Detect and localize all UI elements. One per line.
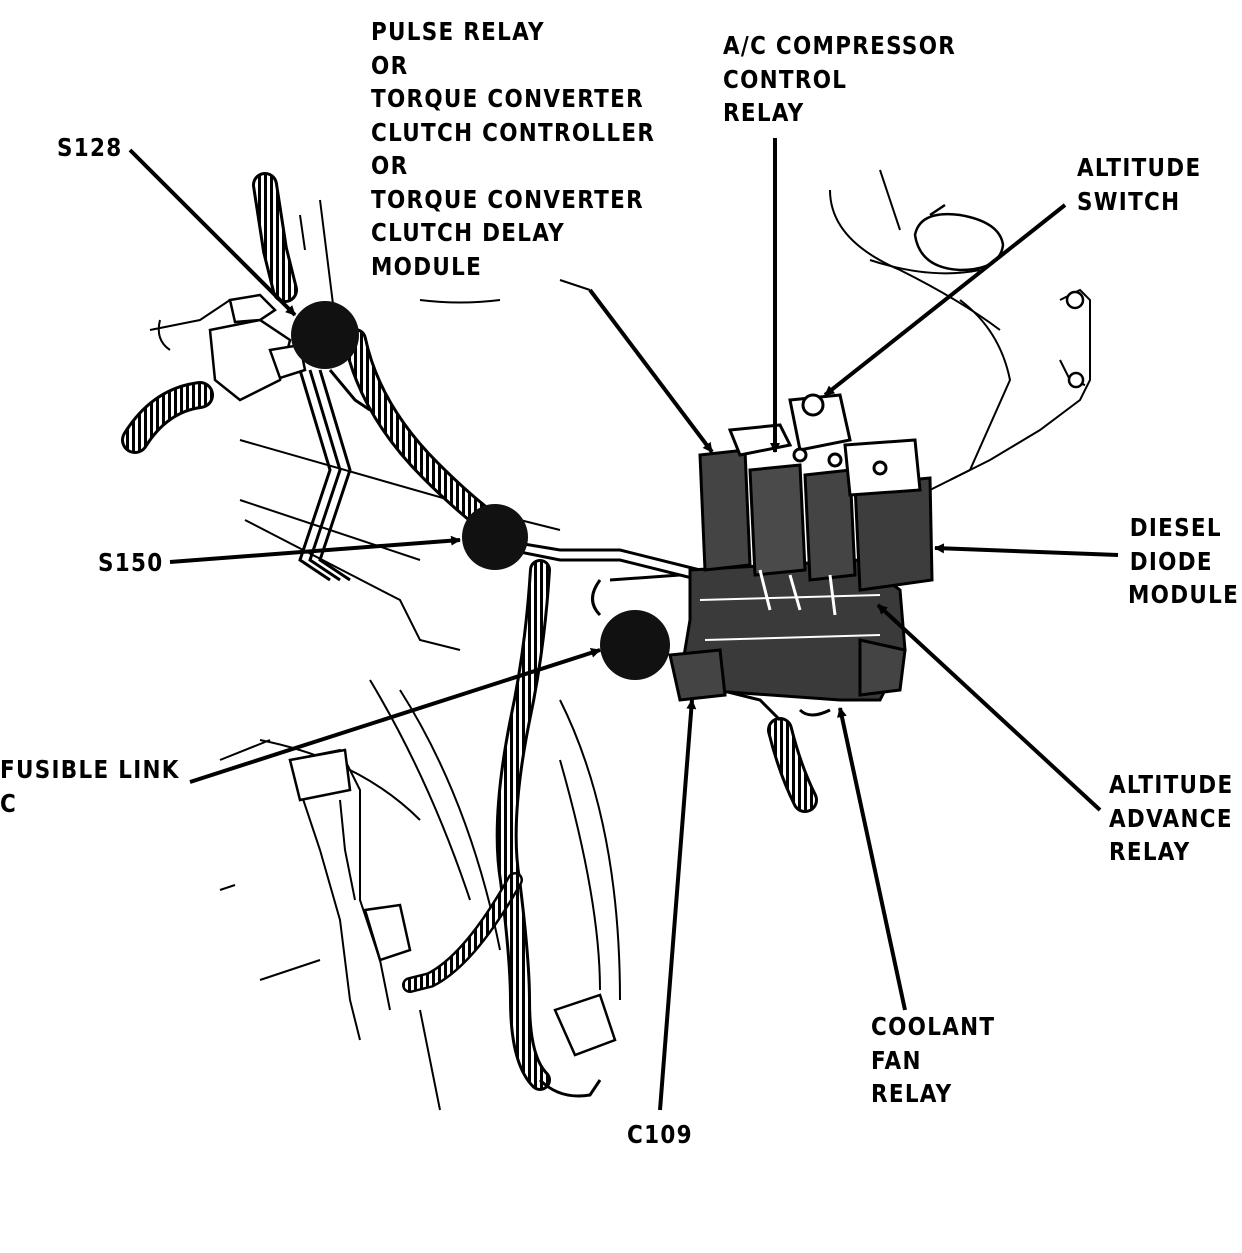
coolant-fan-arrow xyxy=(837,707,907,1011)
fusible-link-arrow xyxy=(189,647,601,784)
wire-bundles xyxy=(298,369,831,1098)
label-line: OR xyxy=(371,151,409,180)
label-line: FAN xyxy=(871,1045,922,1075)
label-line: CLUTCH DELAY xyxy=(371,218,565,247)
label-line: RELAY xyxy=(723,98,805,127)
s150-arrow xyxy=(169,535,461,564)
label-line: FUSIBLE LINK xyxy=(0,755,180,784)
s128-splice-dot xyxy=(291,301,359,369)
diesel-diode-arrow xyxy=(934,543,1119,557)
s150-splice-dot xyxy=(462,504,528,570)
label-line: S128 xyxy=(57,133,123,162)
label-line: COOLANT xyxy=(871,1012,996,1041)
label-coolant-fan-relay: COOLANT FAN RELAY xyxy=(871,1010,995,1111)
label-line: MODULE xyxy=(1128,580,1240,609)
label-line: DIODE xyxy=(1129,546,1213,576)
splice-dots xyxy=(291,301,670,680)
pulse-relay-arrow xyxy=(588,288,714,454)
label-line: RELAY xyxy=(871,1079,953,1108)
label-line: TORQUE CONVERTER xyxy=(371,184,644,214)
s128-arrow xyxy=(128,148,297,317)
label-pulse-relay: PULSE RELAY OR TORQUE CONVERTER CLUTCH C… xyxy=(371,15,655,283)
label-diesel-diode-module: DIESEL DIODE MODULE xyxy=(1128,511,1239,612)
label-altitude-advance-relay: ALTITUDE ADVANCE RELAY xyxy=(1109,768,1233,869)
label-line: MODULE xyxy=(371,251,483,281)
label-line: PULSE RELAY xyxy=(371,17,545,46)
label-s128: S128 xyxy=(57,131,123,165)
altitude-switch-arrow xyxy=(823,203,1067,397)
label-line: OR xyxy=(371,50,409,80)
label-altitude-switch: ALTITUDE SWITCH xyxy=(1077,151,1201,218)
altitude-switch-bracket xyxy=(1065,290,1085,389)
label-line: C109 xyxy=(627,1120,693,1149)
fusible-link-dot xyxy=(600,610,670,680)
connectors xyxy=(208,293,617,1057)
label-line: ADVANCE xyxy=(1109,803,1233,833)
label-line: C xyxy=(0,788,18,818)
label-line: ALTITUDE xyxy=(1109,770,1234,799)
label-line: ALTITUDE xyxy=(1077,153,1202,182)
label-s150: S150 xyxy=(98,546,164,580)
label-line: S150 xyxy=(98,548,164,577)
label-ac-compressor-relay: A/C COMPRESSOR CONTROL RELAY xyxy=(723,29,956,130)
label-fusible-link: FUSIBLE LINK C xyxy=(0,753,180,820)
label-line: TORQUE CONVERTER xyxy=(371,84,644,113)
label-line: CLUTCH CONTROLLER xyxy=(371,117,656,147)
label-line: CONTROL xyxy=(723,64,848,94)
leader-arrows xyxy=(128,138,1119,1111)
label-line: A/C COMPRESSOR xyxy=(723,31,957,60)
label-line: DIESEL xyxy=(1129,513,1222,542)
relay-block xyxy=(668,393,934,702)
label-c109: C109 xyxy=(627,1118,693,1152)
label-line: RELAY xyxy=(1109,837,1191,866)
label-line: SWITCH xyxy=(1077,186,1181,216)
altitude-advance-arrow xyxy=(876,603,1102,812)
reservoir-cap xyxy=(913,203,1005,272)
c109-arrow xyxy=(658,699,697,1111)
harness-looms xyxy=(121,172,818,1091)
